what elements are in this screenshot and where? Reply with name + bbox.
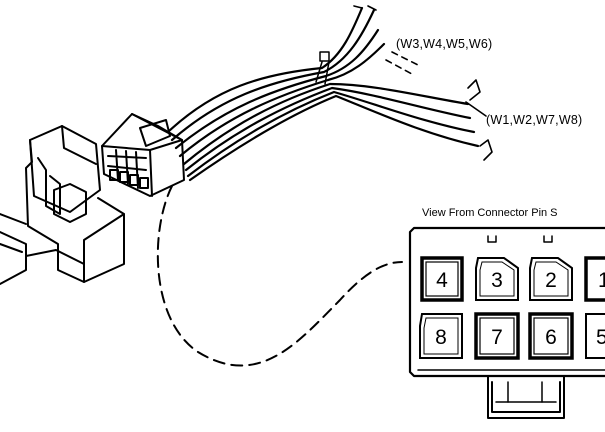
connector-face: 4 3 2 1 8 7 6	[408, 226, 605, 419]
pin-number: 7	[491, 326, 503, 349]
plug-housing	[101, 113, 185, 197]
wire-bundle	[166, 5, 493, 182]
pin-cavity-6: 6	[528, 312, 574, 360]
pin-cavity-8: 8	[419, 313, 463, 359]
leader-line	[156, 185, 403, 367]
wire-group-label-bottom: (W1,W2,W7,W8)	[486, 113, 582, 127]
pin-cavity-2: 2	[529, 257, 573, 301]
wire-group-label-top: (W3,W4,W5,W6)	[396, 37, 492, 51]
pin-number: 1	[598, 269, 605, 292]
pin-cavity-1: 1	[584, 256, 605, 302]
pin-number: 4	[436, 269, 448, 292]
pin-number: 2	[545, 269, 557, 292]
socket-bracket	[0, 125, 125, 285]
pin-cavity-3: 3	[475, 257, 519, 301]
pin-number: 5	[596, 326, 605, 349]
pin-cavity-5: 5	[585, 313, 605, 359]
view-title: View From Connector Pin S	[422, 207, 558, 219]
pin-number: 6	[545, 326, 557, 349]
pin-cavity-4: 4	[420, 256, 464, 302]
pin-number: 3	[491, 269, 503, 292]
pin-number: 8	[435, 326, 447, 349]
pin-cavity-7: 7	[474, 312, 520, 360]
